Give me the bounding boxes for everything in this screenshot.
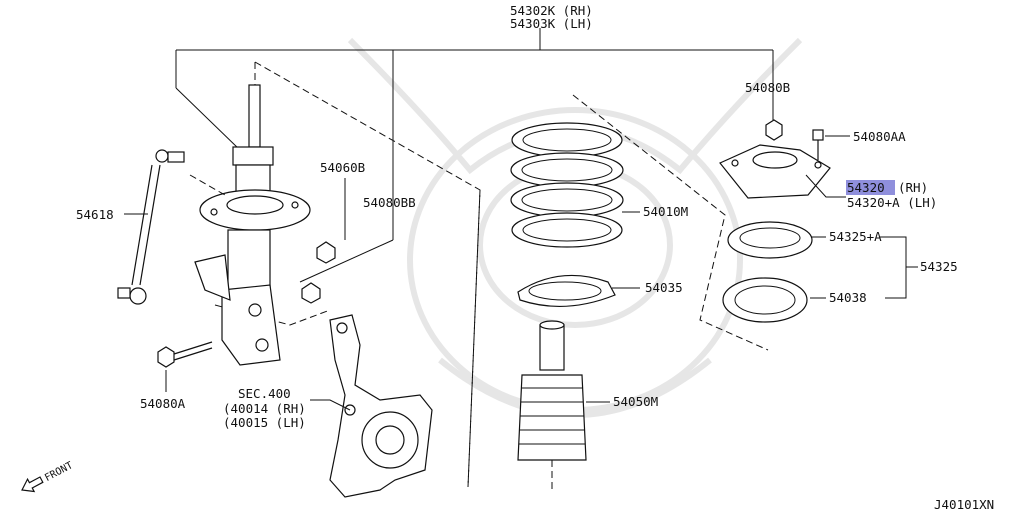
stabilizer-link [117, 149, 226, 305]
fasteners [157, 241, 336, 368]
label-54325A[interactable]: 54325+A [829, 229, 882, 244]
label-54010M[interactable]: 54010M [643, 204, 688, 219]
label-54080BB[interactable]: 54080BB [363, 195, 416, 210]
label-54080AA[interactable]: 54080AA [853, 129, 906, 144]
part-highlight-54320 [846, 180, 895, 195]
label-54320[interactable]: 54320 [847, 180, 885, 195]
label-54320-rh-suffix: (RH) [898, 180, 928, 195]
label-54038[interactable]: 54038 [829, 290, 867, 305]
label-54035[interactable]: 54035 [645, 280, 683, 295]
label-54325[interactable]: 54325 [920, 259, 958, 274]
label-54050M[interactable]: 54050M [613, 394, 658, 409]
label-54618[interactable]: 54618 [76, 207, 114, 222]
label-assy-rh[interactable]: 54302K (RH) [510, 3, 593, 18]
label-assy-lh[interactable]: 54303K (LH) [510, 16, 593, 31]
front-direction-arrow: FRONT [21, 460, 75, 493]
assembly-bracket-lines [175, 28, 774, 283]
label-54080A[interactable]: 54080A [140, 396, 186, 411]
label-54320A-lh[interactable]: 54320+A (LH) [847, 195, 937, 210]
strut-assembly [194, 62, 311, 366]
label-sec-rh: (40014 (RH) [223, 401, 306, 416]
label-sec-400[interactable]: SEC.400 [238, 386, 291, 401]
bound-bumper-boot [517, 320, 587, 492]
front-label: FRONT [43, 460, 75, 484]
steering-knuckle [329, 314, 433, 498]
label-54080B[interactable]: 54080B [745, 80, 790, 95]
coil-spring [510, 122, 624, 248]
diagram-id: J40101XN [934, 497, 994, 511]
label-54060B[interactable]: 54060B [320, 160, 365, 175]
spring-seat-rubber [517, 274, 616, 307]
label-sec-lh: (40015 (LH) [223, 415, 306, 430]
strut-mount-parts [719, 119, 831, 323]
leader-lines [124, 110, 918, 411]
